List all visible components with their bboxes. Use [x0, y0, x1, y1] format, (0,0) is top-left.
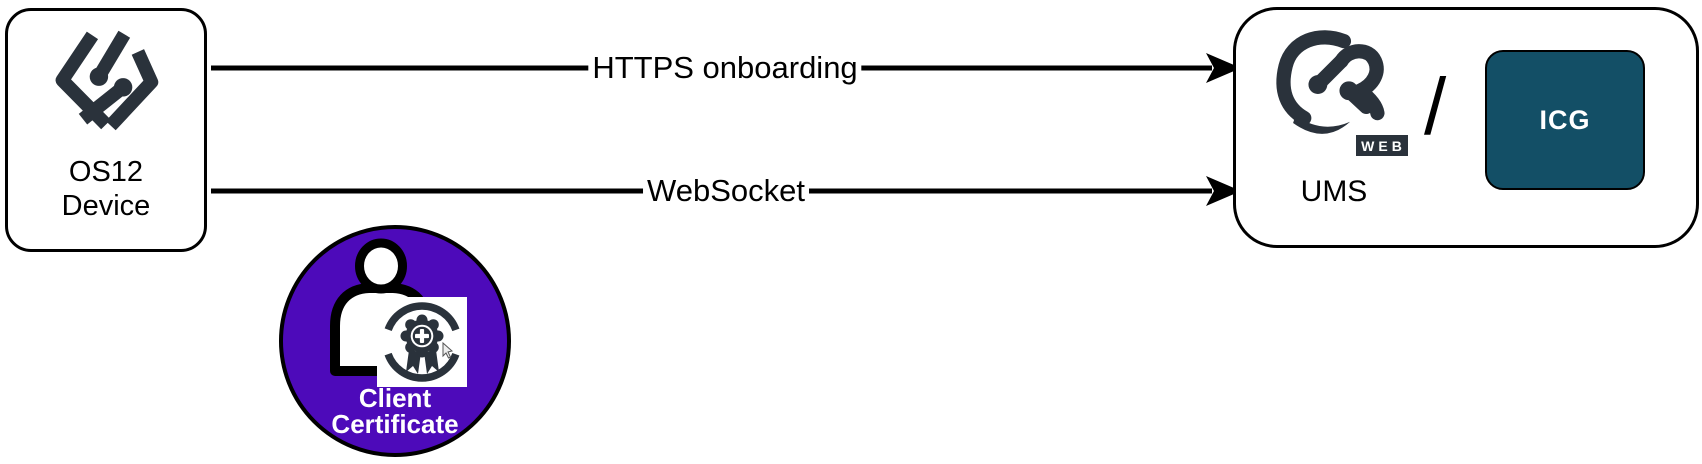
ums-label: UMS	[1300, 175, 1368, 208]
certificate-seal-icon	[377, 297, 467, 387]
certificate-label-line1: Client	[358, 383, 432, 413]
web-badge: WEB	[1356, 135, 1408, 156]
os12-label-line2: Device	[61, 190, 151, 222]
client-certificate-graphic	[279, 225, 511, 457]
ums-web-logo-icon	[1276, 30, 1385, 134]
https-onboarding-arrow-label: HTTPS onboarding	[588, 50, 862, 86]
os12-device-label: OS12 Device	[62, 155, 151, 223]
certificate-label-line2: Certificate	[331, 409, 459, 439]
os12-device-node: OS12 Device	[5, 8, 207, 252]
mouse-cursor-icon	[442, 341, 454, 359]
icg-label: ICG	[1539, 104, 1591, 135]
client-certificate-label: Client Certificate	[275, 385, 515, 437]
websocket-arrow-label: WebSocket	[643, 173, 809, 209]
igel-os12-logo-icon	[55, 30, 159, 131]
client-certificate-badge: Client Certificate	[275, 222, 515, 462]
slash-separator: /	[1424, 62, 1447, 151]
ums-icg-node: WEB UMS / ICG	[1233, 7, 1699, 248]
icg-box: ICG	[1485, 50, 1645, 190]
os12-label-line1: OS12	[68, 156, 144, 188]
